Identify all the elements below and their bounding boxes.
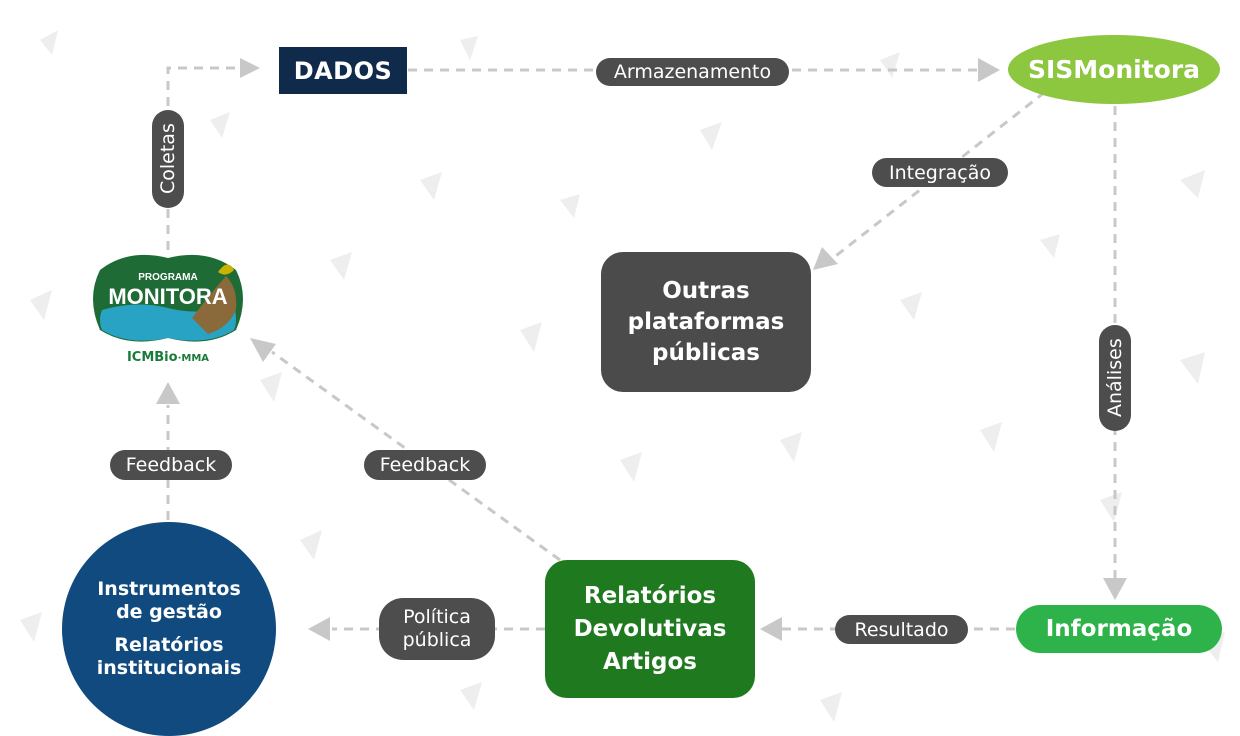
arrowhead-to-logo-mid — [250, 338, 276, 362]
edge-label-politica: Política pública — [379, 598, 495, 660]
logo-program-text: PROGRAMA — [138, 272, 197, 283]
outras-plataformas-node: Outras plataformas públicas — [601, 252, 811, 392]
edge-label-analises: Análises — [1099, 325, 1131, 431]
edge-label-integracao: Integração — [872, 158, 1008, 187]
outras-label-line-1: Outras — [662, 277, 750, 304]
instrumentos-label-line-2: de gestão — [116, 601, 222, 623]
informacao-label: Informação — [1045, 616, 1193, 642]
logo-terrain — [192, 276, 237, 334]
outras-label-line-2: plataformas — [627, 308, 785, 335]
instrumentos-label-line-4: institucionais — [96, 657, 242, 679]
dados-label: DADOS — [293, 56, 393, 85]
relatorios-label-line-2: Devolutivas — [573, 615, 727, 642]
sismonitora-label: SISMonitora — [1027, 55, 1201, 84]
instrumentos-label-line-3: Relatórios — [114, 634, 224, 656]
relatorios-label-line-3: Artigos — [603, 648, 697, 675]
arrowhead-to-instrumentos — [308, 617, 330, 641]
logo-org-name: ICMBio — [126, 350, 178, 365]
edge-label-armazenamento: Armazenamento — [596, 58, 789, 86]
outras-label-line-3: públicas — [652, 339, 760, 366]
edge-label-feedback-left: Feedback — [110, 450, 232, 480]
logo-leaf — [218, 264, 234, 275]
arrowhead-to-logo-left — [156, 382, 180, 404]
arrowhead-to-informacao — [1103, 578, 1127, 600]
dados-node: DADOS — [279, 47, 407, 94]
instrumentos-node: Instrumentos de gestão Relatórios instit… — [62, 522, 276, 736]
politica-line-1: Política — [403, 606, 471, 628]
arrowhead-to-sismonitora — [978, 58, 1000, 82]
arrowhead-to-dados — [240, 58, 260, 78]
programa-monitora-logo: PROGRAMA MONITORA — [93, 254, 243, 342]
logo-org-label: ICMBio·MMA — [88, 350, 248, 365]
arrowhead-to-relatorios — [760, 617, 782, 641]
arrowhead-to-outras — [813, 247, 838, 270]
edge-label-feedback-mid: Feedback — [364, 450, 486, 480]
relatorios-node: Relatórios Devolutivas Artigos — [545, 560, 755, 698]
logo-org-suffix: ·MMA — [177, 353, 210, 364]
logo-name-text: MONITORA — [108, 284, 227, 309]
edge-integracao-line — [827, 90, 1046, 264]
informacao-node: Informação — [1016, 605, 1222, 653]
instrumentos-label-line-1: Instrumentos — [97, 578, 241, 600]
relatorios-label-line-1: Relatórios — [583, 582, 717, 609]
edge-coletas-line — [166, 66, 245, 250]
sismonitora-node: SISMonitora — [1008, 35, 1220, 104]
edge-label-resultado: Resultado — [835, 615, 968, 644]
edge-label-coletas: Coletas — [152, 110, 184, 208]
politica-line-2: pública — [402, 629, 472, 651]
